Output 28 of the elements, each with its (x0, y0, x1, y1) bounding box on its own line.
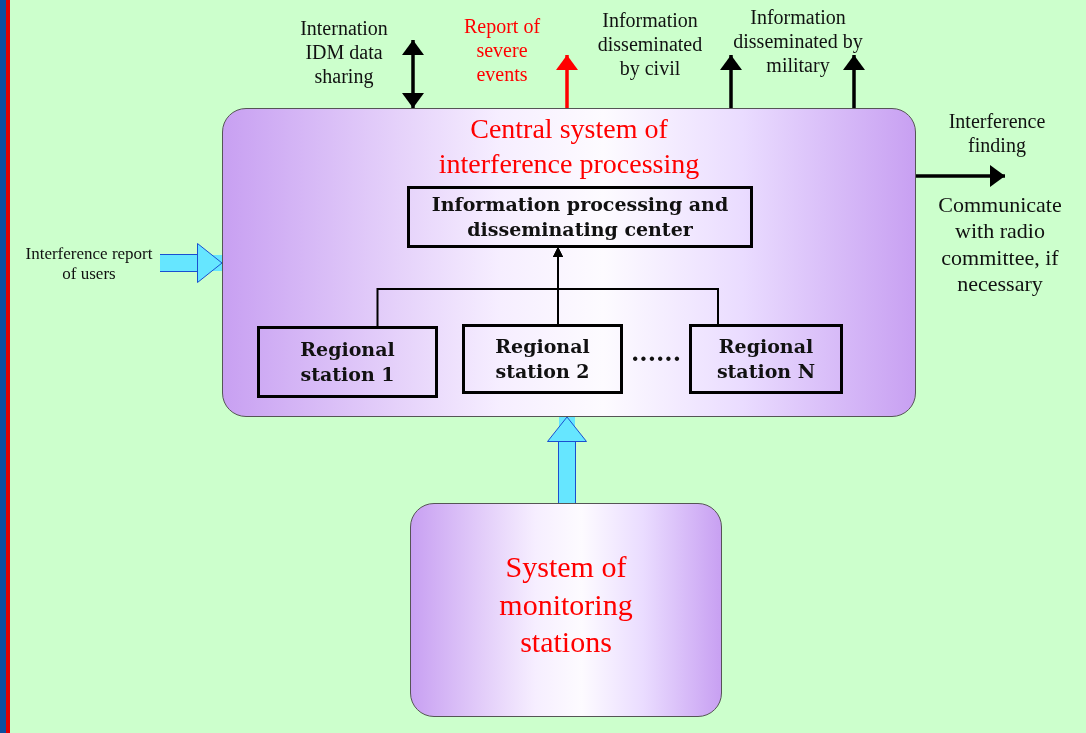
edge-label: Report of severe events (462, 14, 542, 86)
arrow (720, 55, 742, 108)
station-box (257, 326, 438, 398)
note-text: Communicate with radio committee, if necessary (937, 192, 1063, 298)
arrow (556, 55, 578, 108)
box-label: Regional station N (715, 334, 817, 384)
arrow (916, 165, 1005, 187)
arrow (402, 40, 424, 108)
box-label: Regional station 2 (494, 334, 591, 384)
block-arrow (547, 416, 587, 503)
system-panel (222, 108, 916, 417)
block-arrow (160, 243, 223, 283)
station-box (689, 324, 843, 394)
edge-label: Interference report of users (25, 244, 153, 285)
arrow (843, 55, 865, 108)
panel-title: Central system of interference processing (437, 112, 701, 181)
box-label: Regional station 1 (299, 337, 396, 387)
process-box (407, 186, 753, 248)
ellipsis-text: ...... (629, 341, 683, 365)
arrow (553, 247, 719, 325)
system-panel (410, 503, 722, 717)
edge-label: Interference finding (947, 109, 1047, 157)
station-box (462, 324, 623, 394)
edge-label: Information disseminated by military (733, 5, 863, 77)
edge-label: Internation IDM data sharing (299, 16, 389, 88)
panel-title: System of monitoring stations (498, 549, 634, 660)
edge-label: Information disseminated by civil (596, 8, 704, 80)
box-label: Information processing and disseminating center (430, 192, 730, 242)
